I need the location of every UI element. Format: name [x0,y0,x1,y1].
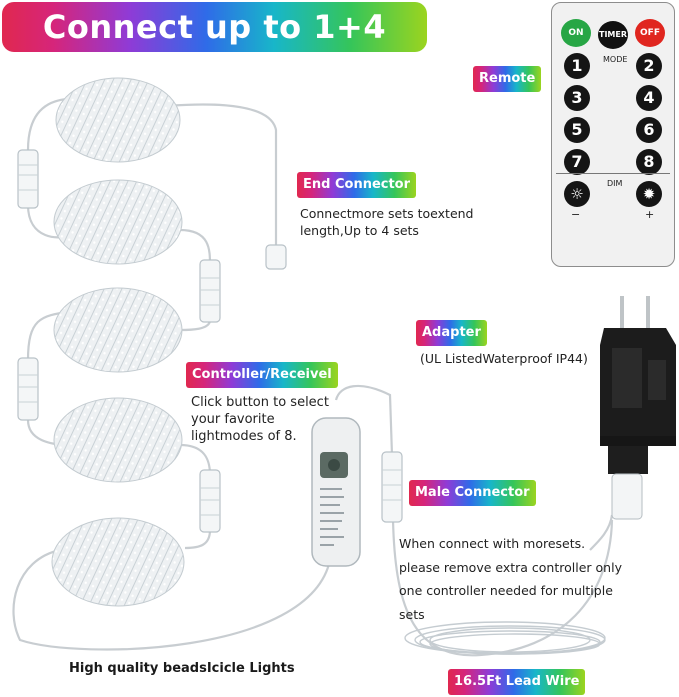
dim-up-icon[interactable]: ✹ [636,181,662,207]
mode-button-8[interactable]: 8 [636,149,662,175]
dim-down-icon[interactable]: ☼ [564,181,590,207]
male-connector-desc-line: please remove extra controller only [399,559,622,575]
timer-button[interactable]: TIMER [598,21,628,49]
lead-wire-tag: 16.5Ft Lead Wire [448,669,586,695]
controller-desc-line: Click button to select [191,395,329,410]
mode-button-7[interactable]: 7 [564,149,590,175]
mode-button-5[interactable]: 5 [564,117,590,143]
end-connector-desc-line: Connectmore sets toextend [300,206,474,221]
mode-button-3[interactable]: 3 [564,85,590,111]
male-connector-tag: Male Connector [409,480,536,506]
mode-button-4[interactable]: 4 [636,85,662,111]
controller-desc-line: lightmodes of 8. [191,429,297,444]
adapter-desc: (UL ListedWaterproof IP44) [420,351,588,366]
male-connector-desc-line: sets [399,606,425,622]
title-banner: Connect up to 1+4 Sets [2,2,427,96]
bottom-caption: High quality beadsIcicle Lights [69,661,295,676]
mode-label: MODE [603,55,628,64]
adapter-tag: Adapter [416,320,487,346]
remote-control: ON TIMER OFF MODE 1 2 3 4 5 6 7 8 DIM ☼ … [551,2,675,267]
controller-box [311,417,361,567]
end-connector-desc-line: length,Up to 4 sets [300,223,419,238]
remote-tag: Remote [473,66,542,92]
male-connector-desc-line: one controller needed for multiple [399,583,613,598]
end-connector-desc: Connectmore sets toextend length,Up to 4… [300,205,474,239]
mode-button-2[interactable]: 2 [636,53,662,79]
dim-label: DIM [607,179,623,188]
controller-desc: Click button to select your favorite lig… [191,394,329,445]
on-button[interactable]: ON [561,19,591,47]
dim-minus-label: − [571,208,581,221]
controller-desc-line: your favorite [191,412,275,427]
end-connector-tag: End Connector [297,172,417,198]
page-title: Connect up to 1+4 Sets [42,8,387,96]
off-button[interactable]: OFF [635,19,665,47]
end-connector-cap [265,244,287,270]
male-connector-desc-line: When connect with moresets. [399,536,586,551]
remote-divider [556,173,670,174]
controller-tag: Controller/Receivel [186,362,338,388]
mode-button-1[interactable]: 1 [564,53,590,79]
mode-button-6[interactable]: 6 [636,117,662,143]
dim-plus-label: + [645,208,655,221]
adapter-device [600,296,676,520]
male-connector-desc: When connect with moresets. please remov… [399,532,622,626]
